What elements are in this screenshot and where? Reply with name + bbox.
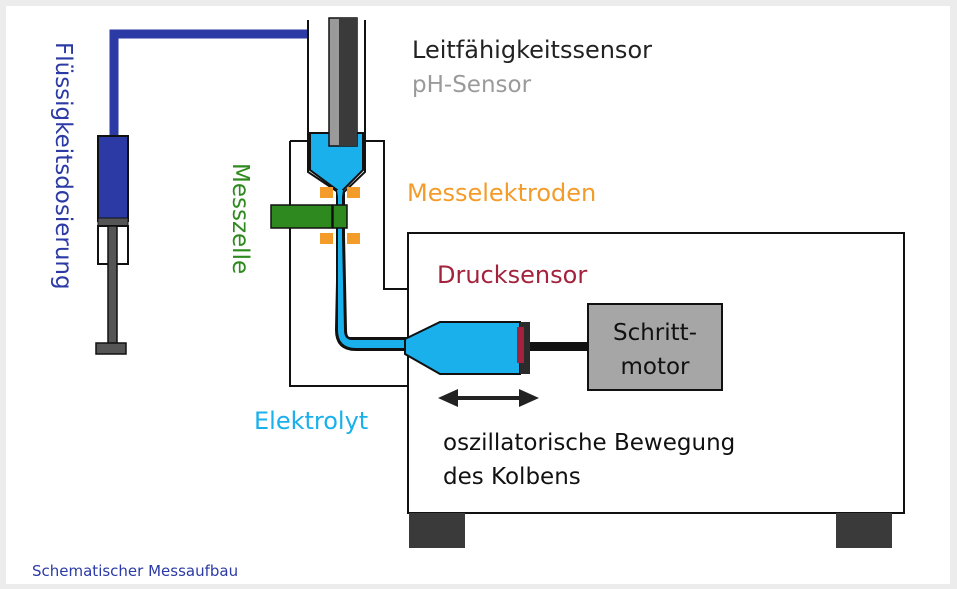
stepper-motor-label-line1: Schritt- <box>613 320 697 346</box>
measuring-electrodes-label: Messelektroden <box>407 179 596 207</box>
oscillation-label-line1: oszillatorische Bewegung <box>443 430 735 456</box>
conductivity-sensor-label: Leitfähigkeitssensor <box>412 36 652 64</box>
syringe-barrel-filled <box>97 135 129 222</box>
conductivity-sensor-rod <box>339 18 357 146</box>
stepper-motor-box <box>587 303 723 391</box>
measuring-cell-block-right <box>332 204 348 229</box>
syringe-thumb-rest <box>95 342 127 355</box>
dosing-tube <box>109 29 329 136</box>
base-foot-left <box>409 513 465 548</box>
measuring-cell-label: Messzelle <box>227 163 253 274</box>
ph-sensor-label: pH-Sensor <box>412 72 532 98</box>
electrolyte-label: Elektrolyt <box>254 407 368 435</box>
electrode-bottom-left <box>320 233 333 244</box>
figure-caption: Schematischer Messaufbau <box>32 562 239 580</box>
pressure-sensor-element <box>517 327 524 363</box>
electrode-bottom-right <box>347 233 360 244</box>
base-foot-right <box>836 513 892 548</box>
cell-vessel-outline <box>307 20 409 351</box>
electrode-top-right <box>347 187 360 198</box>
electrode-top-left <box>320 187 333 198</box>
syringe-rod <box>107 225 118 345</box>
piston-rod <box>530 342 588 351</box>
piston-head <box>520 322 530 374</box>
capillary-neck <box>337 190 343 208</box>
stepper-motor-label-line2: motor <box>620 354 690 380</box>
pressure-sensor-label: Drucksensor <box>437 261 587 289</box>
oscillation-arrow <box>438 389 539 407</box>
syringe-plunger-head <box>97 217 129 227</box>
liquid-dosing-label: Flüssigkeitsdosierung <box>50 42 76 290</box>
oscillation-label-line2: des Kolbens <box>443 464 581 490</box>
measuring-cell-block <box>270 204 333 229</box>
